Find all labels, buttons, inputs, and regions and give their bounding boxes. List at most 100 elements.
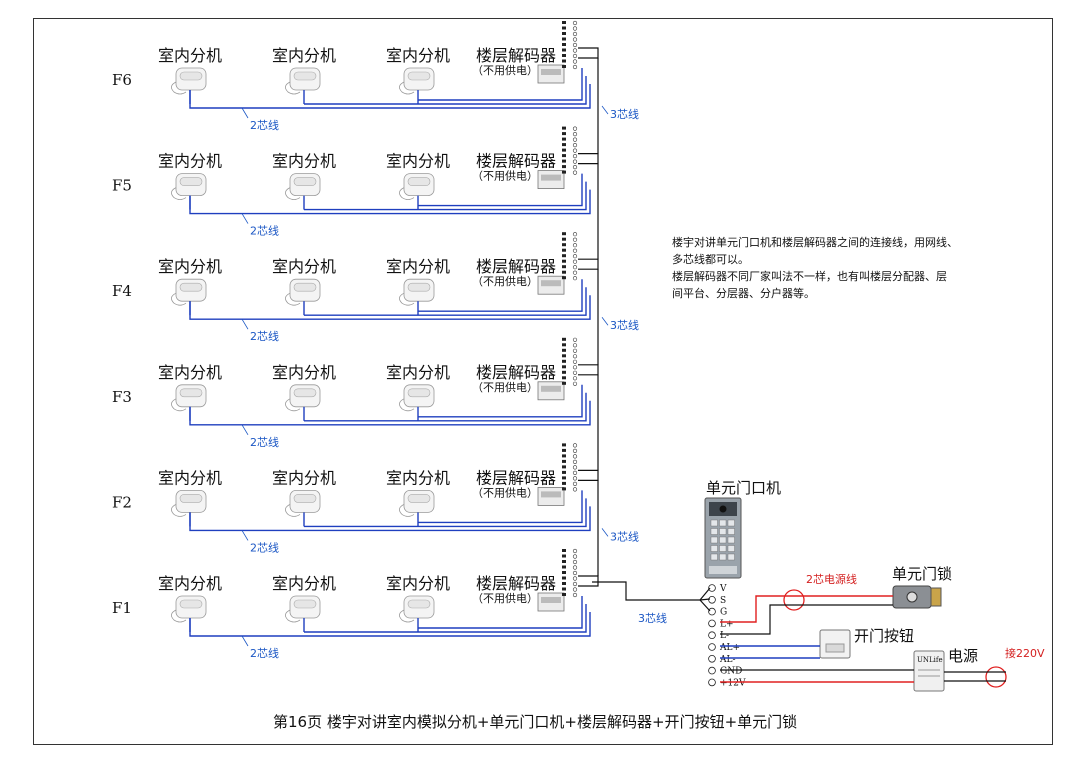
decoder-terminal <box>562 259 566 263</box>
decoder-terminal-dot <box>572 337 578 342</box>
floor-row: F1室内分机室内分机室内分机2芯线楼层解码器（不用供电） <box>112 548 591 660</box>
power-supply-title: 电源 <box>948 647 978 665</box>
indoor-unit-label: 室内分机 <box>386 468 450 487</box>
floors-layer: F6室内分机室内分机室内分机2芯线楼层解码器（不用供电）3芯线F5室内分机室内分… <box>112 20 639 660</box>
decoder-terminal <box>562 571 566 574</box>
decoder-terminal-dot <box>572 148 578 153</box>
mains-label: 接220V <box>1005 647 1045 660</box>
indoor-unit-label: 室内分机 <box>272 152 336 171</box>
keypad-key <box>719 519 727 527</box>
indoor-unit-label: 室内分机 <box>272 468 336 487</box>
terminal-screw-icon <box>708 666 716 675</box>
keypad-key <box>727 528 735 535</box>
keypad-key <box>727 519 735 527</box>
decoder-module-icon <box>537 486 565 506</box>
decoder-terminal-dot <box>572 592 578 598</box>
indoor-handset-icon <box>285 384 321 412</box>
decoder-terminal <box>562 37 566 41</box>
decoder-terminal-dot <box>572 170 578 175</box>
decoder-note: （不用供电） <box>472 274 538 288</box>
decoder-label: 楼层解码器 <box>476 46 556 65</box>
door-lock-title: 单元门锁 <box>892 565 952 583</box>
door-station-speaker <box>709 566 737 574</box>
decoder-terminal <box>562 337 566 341</box>
decoder-module-icon <box>537 275 565 295</box>
terminal-screw-icon <box>708 595 716 604</box>
keypad-key <box>727 536 735 544</box>
decoder-label: 楼层解码器 <box>476 363 556 382</box>
decoder-terminal <box>562 354 566 358</box>
decoder-terminal <box>562 132 566 136</box>
decoder-terminal <box>562 454 566 458</box>
decoder-terminal <box>562 159 566 163</box>
two-core-label: 2芯线 <box>250 118 279 132</box>
decoder-terminal <box>562 348 566 352</box>
indoor-handset-icon <box>171 278 207 306</box>
two-core-label: 2芯线 <box>250 646 279 660</box>
decoder-terminal <box>562 448 566 452</box>
decoder-terminal-dot <box>572 248 578 253</box>
decoder-module-icon <box>537 170 565 190</box>
door-station: 单元门口机 <box>704 479 781 579</box>
decoder-terminal <box>562 254 566 258</box>
terminal-label: L- <box>720 631 729 641</box>
decoder-terminal <box>562 443 566 447</box>
decoder-terminal <box>562 48 566 52</box>
indoor-handset-icon <box>285 173 321 200</box>
two-core-label: 2芯线 <box>250 329 279 343</box>
decoder-terminal-dot <box>572 459 578 465</box>
indoor-unit-label: 室内分机 <box>158 363 222 382</box>
decoder-terminal-dot <box>572 370 578 375</box>
decoder-terminal <box>562 126 566 130</box>
decoder-terminal <box>562 143 566 147</box>
decoder-terminal-dot <box>572 454 578 459</box>
page-frame <box>33 18 1053 745</box>
keypad-key <box>710 536 718 544</box>
decoder-terminal <box>562 576 566 580</box>
power-supply-brand: UNLife <box>917 656 943 664</box>
decoder-terminal-dot <box>572 554 578 559</box>
terminal-screw-icon <box>708 654 716 663</box>
power-supply-box <box>913 650 945 692</box>
three-core-label: 3芯线 <box>610 529 639 543</box>
decoder-label: 楼层解码器 <box>476 574 556 593</box>
floor-label: F4 <box>112 282 132 300</box>
decoder-terminal-dot <box>572 570 578 576</box>
three-core-label: 3芯线 <box>610 107 639 121</box>
decoder-terminal-dot <box>572 126 578 131</box>
floor-label: F5 <box>112 177 132 195</box>
decoder-terminal-dot <box>572 548 578 554</box>
lock-bolt <box>930 587 942 607</box>
decoder-label: 楼层解码器 <box>476 257 556 276</box>
decoder-terminal <box>562 476 566 480</box>
camera-lens-icon <box>719 505 727 513</box>
decoder-terminal-dot <box>572 487 578 492</box>
decoder-terminal-dot <box>572 154 578 159</box>
decoder-terminal <box>562 170 566 174</box>
decoder-terminal <box>562 148 566 152</box>
three-core-label: 3芯线 <box>610 318 639 332</box>
door-station-keypad <box>710 519 735 561</box>
indoor-handset-icon <box>399 278 435 306</box>
terminal-screw-icon <box>708 619 716 628</box>
floor-row: F3室内分机室内分机室内分机2芯线楼层解码器（不用供电） <box>112 337 591 449</box>
decoder-terminal-dot <box>572 137 578 142</box>
decoder-terminal-dot <box>572 42 578 48</box>
decoder-terminal-dot <box>572 159 578 164</box>
decoder-terminal <box>562 26 566 30</box>
decoder-terminal-dot <box>572 470 578 476</box>
exit-button-title: 开门按钮 <box>854 627 914 645</box>
decoder-module-icon <box>537 381 565 401</box>
decoder-terminal-dot <box>572 443 578 448</box>
decoder-terminal-dot <box>572 26 578 31</box>
indoor-handset-icon <box>171 595 207 623</box>
indoor-handset-icon <box>399 173 435 200</box>
door-station-title: 单元门口机 <box>706 479 781 497</box>
indoor-handset-icon <box>399 595 435 623</box>
decoder-terminal <box>562 465 566 469</box>
decoder-terminal-dot <box>572 476 578 481</box>
decoder-terminal-dot <box>572 20 578 26</box>
two-core-label: 2芯线 <box>250 224 279 238</box>
decoder-terminal-dot <box>572 348 578 353</box>
